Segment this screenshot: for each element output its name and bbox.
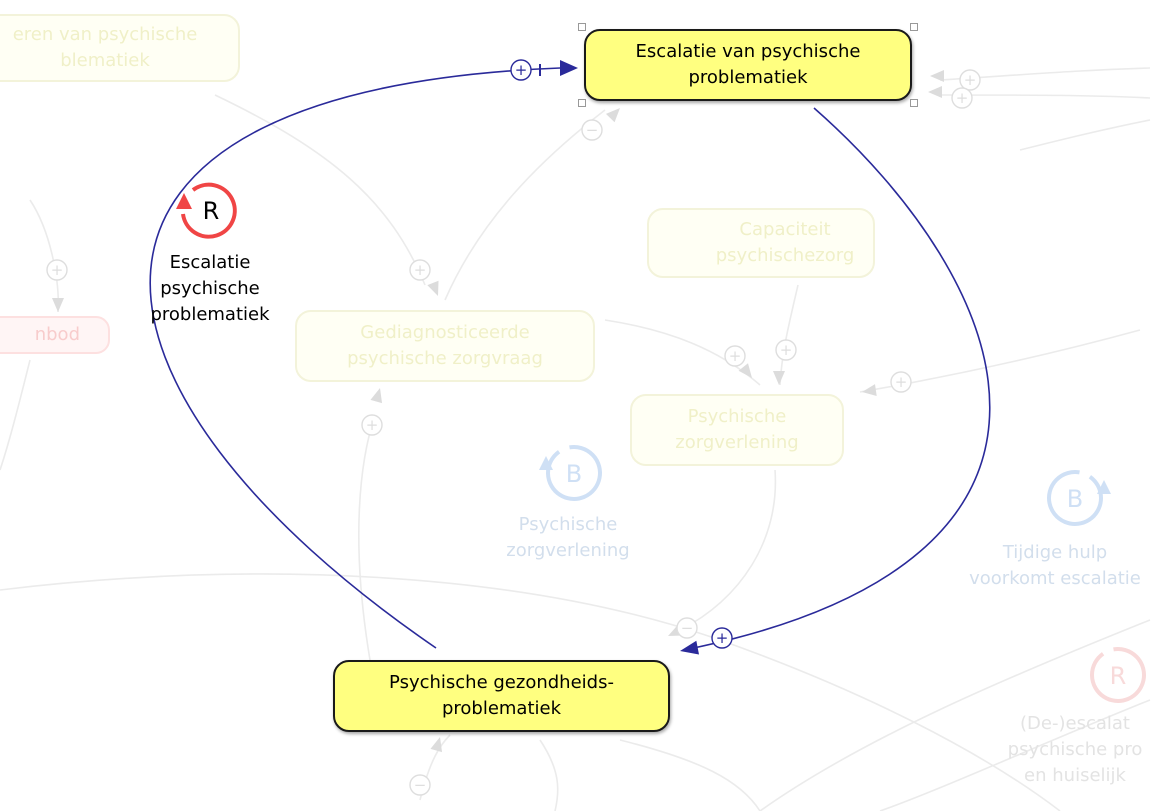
faded-polarity-3: + — [729, 347, 742, 365]
faded-arrowhead-4 — [862, 384, 877, 396]
faded-polarity-10-circle — [951, 87, 973, 109]
faded-link-18 — [1019, 119, 1151, 151]
faded-polarity-0-circle — [46, 259, 68, 281]
polarity-to-gezondheid-circle — [711, 627, 733, 649]
loop-icon-faded-b1-symbol: B — [566, 460, 582, 488]
polarity-to-escalatie: + — [515, 61, 528, 79]
node-escalatie-psychische-problematiek[interactable]: Escalatie van psychische problematiek — [584, 29, 912, 101]
faded-polarity-2: − — [586, 121, 599, 139]
loop-icon-faded-b2-arc — [1047, 470, 1103, 526]
faded-arrowhead-0 — [605, 108, 620, 123]
loop-icon-faded-b2-head — [1096, 480, 1111, 495]
faded-polarity-6-circle — [361, 414, 383, 436]
loop-icon-faded-r2-symbol: R — [1110, 662, 1127, 690]
faded-link-4 — [859, 329, 1141, 393]
loop-icon-faded-b1-arc — [546, 445, 602, 501]
arrowhead-to-escalatie — [560, 60, 578, 76]
loop-label-escalatie: Escalatie psychische problematiek — [150, 252, 270, 325]
faded-link-5 — [679, 469, 777, 631]
faded-link-15 — [358, 414, 376, 661]
loop-icon-escalatie-symbol: R — [203, 197, 220, 225]
faded-link-12 — [29, 199, 60, 313]
link-escalatie-to-gezondheid[interactable] — [683, 107, 991, 651]
loop-icon-faded-b2-symbol: B — [1067, 485, 1083, 513]
faded-arrowhead-6 — [430, 737, 443, 753]
faded-arrowhead-3 — [772, 370, 785, 385]
faded-polarity-4: + — [780, 341, 793, 359]
selection-handle-tr[interactable] — [910, 23, 918, 31]
faded-polarity-9: + — [964, 71, 977, 89]
faded-link-9 — [619, 739, 761, 811]
faded-polarity-10: + — [956, 89, 969, 107]
faded-link-7 — [0, 573, 1061, 811]
selection-handle-bl[interactable] — [578, 99, 586, 107]
faded-polarity-4-circle — [775, 339, 797, 361]
selection-handle-tl[interactable] — [578, 23, 586, 31]
node-faded-zorgverlening[interactable]: Psychische zorgverlening — [630, 394, 844, 466]
faded-polarity-8-circle — [409, 774, 431, 796]
selection-handle-br[interactable] — [910, 99, 918, 107]
polarity-to-gezondheid: + — [716, 629, 729, 647]
faded-polarity-3-circle — [724, 345, 746, 367]
loop-icon-escalatie-arc — [181, 182, 237, 239]
node-psychische-gezondheidsproblematiek[interactable]: Psychische gezondheids- problematiek — [333, 660, 670, 732]
link-gezondheid-to-escalatie[interactable] — [149, 67, 561, 649]
faded-arrowhead-9 — [928, 85, 943, 98]
loop-icon-faded-b1-head — [538, 456, 553, 471]
faded-link-13 — [0, 359, 31, 471]
node-faded-topleft[interactable]: eren van psychische blematiek — [0, 14, 240, 82]
faded-link-0 — [214, 94, 426, 286]
faded-polarity-0: + — [51, 261, 64, 279]
loop-label-faded-r2: (De-)escalat psychische pro en huiselijk — [1007, 713, 1143, 786]
faded-polarity-5: + — [895, 373, 908, 391]
arrowhead-to-gezondheid — [680, 640, 700, 655]
node-faded-capaciteit[interactable]: Capaciteit psychischezorg — [647, 208, 875, 278]
faded-link-10 — [759, 619, 1151, 811]
faded-arrowhead-10 — [930, 69, 945, 82]
faded-link-3 — [779, 284, 799, 386]
node-faded-gediagnosticeerde-zorgvraag[interactable]: Gediagnosticeerde psychische zorgvraag — [295, 310, 595, 382]
faded-arrowhead-8 — [370, 388, 383, 404]
faded-link-1 — [444, 109, 606, 301]
faded-polarity-7: − — [681, 619, 694, 637]
faded-link-8 — [539, 739, 559, 811]
faded-arrowhead-1 — [427, 280, 439, 296]
loop-label-faded-b2: Tijdige hulp voorkomt escalatie — [969, 542, 1141, 589]
faded-link-11 — [879, 699, 1151, 811]
faded-polarity-6: + — [366, 416, 379, 434]
faded-polarity-7-circle — [676, 617, 698, 639]
faded-polarity-2-circle — [581, 119, 603, 141]
faded-polarity-1-circle — [409, 259, 431, 281]
faded-polarity-5-circle — [890, 371, 912, 393]
loop-icon-escalatie-head — [175, 193, 192, 210]
faded-polarity-9-circle — [959, 69, 981, 91]
faded-polarity-1: + — [414, 261, 427, 279]
faded-arrowhead-7 — [51, 297, 64, 312]
node-faded-aanbod[interactable]: nbod — [0, 316, 110, 354]
node-faded-capaciteit-label: Capaciteit psychischezorg — [715, 219, 855, 266]
loop-label-faded-b1: Psychische zorgverlening — [506, 514, 630, 561]
faded-arrowhead-2 — [738, 363, 752, 378]
polarity-to-escalatie-circle — [510, 59, 532, 81]
loop-icon-faded-r2-arc — [1090, 647, 1146, 703]
faded-polarity-8: − — [414, 776, 427, 794]
